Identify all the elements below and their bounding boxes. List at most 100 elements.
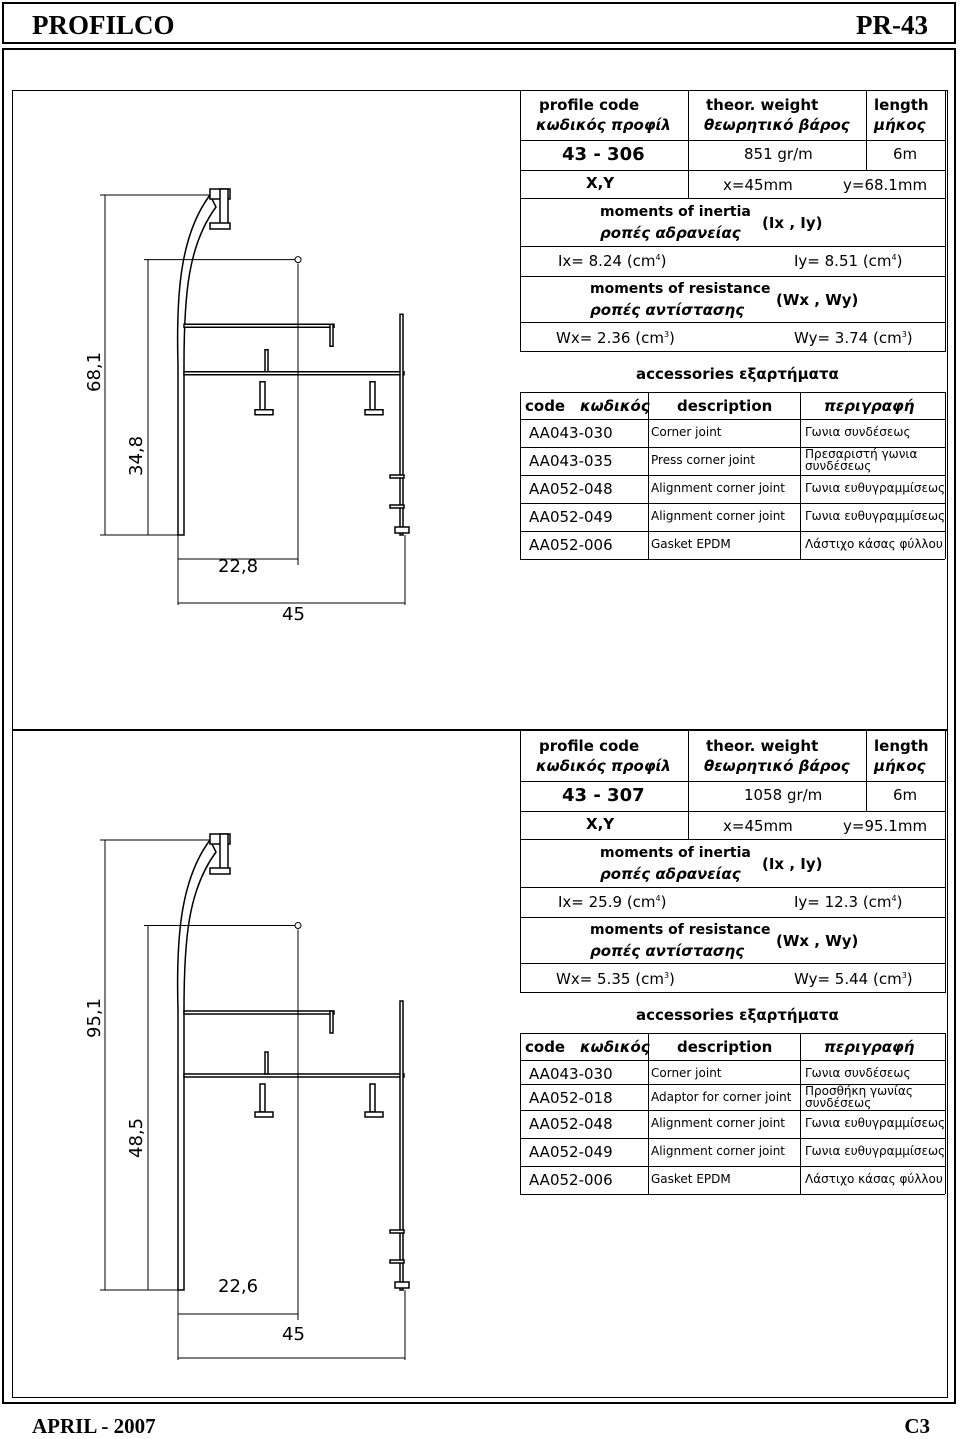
- ix-number: Ix= 25.9: [558, 893, 623, 911]
- table-line: [520, 419, 945, 420]
- dim-total-width: 45: [282, 1324, 305, 1345]
- wx-unit: (cm: [635, 329, 664, 347]
- dim-height: 95,1: [84, 997, 105, 1038]
- table-line: [520, 1194, 945, 1195]
- table-line: [520, 447, 945, 448]
- accessory-code: AA043-035: [529, 452, 613, 470]
- table-line: [648, 1033, 649, 1194]
- profile-drawing-1: [100, 833, 410, 1360]
- section-306: [12, 90, 948, 730]
- table-line: [945, 1033, 946, 1194]
- col-description-label-gr: περιγραφή: [824, 397, 915, 415]
- table-line: [520, 1166, 945, 1167]
- dim-height: 68,1: [84, 351, 105, 392]
- table-line: [520, 839, 945, 840]
- col-description-label-gr: περιγραφή: [824, 1038, 915, 1056]
- table-line: [520, 351, 945, 352]
- table-line: [520, 531, 945, 532]
- iy-number: Iy= 8.51: [794, 252, 859, 270]
- profile-length: 6m: [893, 145, 918, 163]
- col-code-label: code: [525, 397, 566, 415]
- wx-unit: (cm: [635, 970, 664, 988]
- table-line: [520, 392, 945, 393]
- table-line: [945, 392, 946, 559]
- accessory-code: AA043-030: [529, 1065, 613, 1083]
- table-line: [520, 503, 945, 504]
- section-307: [12, 730, 948, 1398]
- accessory-code: AA052-018: [529, 1089, 613, 1107]
- table-line: [520, 276, 945, 277]
- dim-mid-height: 34,8: [126, 435, 147, 476]
- ix-number: Ix= 8.24: [558, 252, 623, 270]
- inertia-label-gr: ροπές αδρανείας: [600, 224, 741, 242]
- accessory-code: AA043-030: [529, 424, 613, 442]
- table-line: [520, 731, 521, 993]
- iy-exp: 4: [891, 894, 897, 903]
- table-line: [520, 246, 945, 247]
- accessory-description: Corner joint: [651, 425, 722, 439]
- accessory-description-gr: Λάστιχο κάσας φύλλου: [805, 537, 943, 551]
- ix-unit: (cm: [626, 893, 656, 911]
- theoretical-weight: 851 gr/m: [744, 145, 813, 163]
- wx-number: Wx= 5.35: [556, 970, 631, 988]
- table-line: [688, 90, 689, 140]
- dim-axis-width: 22,6: [218, 1276, 259, 1297]
- profile-drawing-0: [100, 188, 410, 605]
- table-line: [520, 1033, 521, 1194]
- accessory-description-gr: Προσθήκη γωνίας συνδέσεως: [805, 1084, 913, 1110]
- profile-code: 43 - 307: [562, 785, 645, 806]
- table-line: [520, 992, 945, 993]
- table-line: [688, 781, 689, 811]
- wy-number: Wy= 3.74: [794, 329, 869, 347]
- length-label-gr: μήκος: [874, 757, 926, 775]
- table-line: [520, 170, 945, 171]
- accessories-title: accessories εξαρτήματα: [636, 365, 839, 383]
- table-line: [688, 811, 689, 839]
- dim-total-width: 45: [282, 604, 305, 625]
- table-line: [520, 887, 945, 888]
- accessory-code: AA052-049: [529, 508, 613, 526]
- accessory-description: Adaptor for corner joint: [651, 1090, 792, 1104]
- brand-name: PROFILCO: [32, 10, 175, 40]
- accessory-description-gr: Γωνια συνδέσεως: [805, 1066, 911, 1080]
- accessory-description-gr: Γωνια ευθυγραμμίσεως: [805, 481, 946, 495]
- table-line: [945, 731, 946, 993]
- inertia-label-gr: ροπές αδρανείας: [600, 865, 741, 883]
- col-code-label: code: [525, 1038, 566, 1056]
- ix-value: Ix= 8.24 (cm4): [558, 252, 667, 270]
- accessory-code: AA052-006: [529, 1171, 613, 1189]
- ix-unit: (cm: [626, 252, 656, 270]
- table-line: [800, 392, 801, 559]
- x-dimension: x=45mm: [723, 817, 793, 835]
- table-line: [866, 731, 867, 781]
- profile-code: 43 - 306: [562, 144, 645, 165]
- table-line: [866, 90, 867, 140]
- length-label-gr: μήκος: [874, 116, 926, 134]
- col-description-label: description: [677, 1038, 773, 1056]
- length-label: length: [874, 96, 929, 114]
- table-line: [520, 322, 945, 323]
- y-dimension: y=95.1mm: [843, 817, 928, 835]
- series-code: PR-43: [856, 10, 928, 40]
- accessory-description-gr: Πρεσαριστή γωνια συνδέσεως: [805, 447, 918, 473]
- table-line: [688, 170, 689, 198]
- table-line: [520, 90, 521, 352]
- accessory-description: Corner joint: [651, 1066, 722, 1080]
- iy-value: Iy= 8.51 (cm4): [794, 252, 903, 270]
- wx-number: Wx= 2.36: [556, 329, 631, 347]
- wy-exp: 3: [901, 971, 907, 980]
- col-description-label: description: [677, 397, 773, 415]
- accessory-description: Press corner joint: [651, 453, 756, 467]
- profile-length: 6m: [893, 786, 918, 804]
- dim-mid-height: 48,5: [126, 1117, 147, 1158]
- table-line: [520, 917, 945, 918]
- accessory-description: Gasket EPDM: [651, 537, 731, 551]
- table-line: [520, 392, 521, 559]
- table-line: [520, 1110, 945, 1111]
- y-dimension: y=68.1mm: [843, 176, 928, 194]
- table-line: [520, 811, 945, 812]
- wx-exp: 3: [663, 971, 670, 980]
- table-line: [520, 475, 945, 476]
- ix-exp: 4: [655, 253, 661, 262]
- x-dimension: x=45mm: [723, 176, 793, 194]
